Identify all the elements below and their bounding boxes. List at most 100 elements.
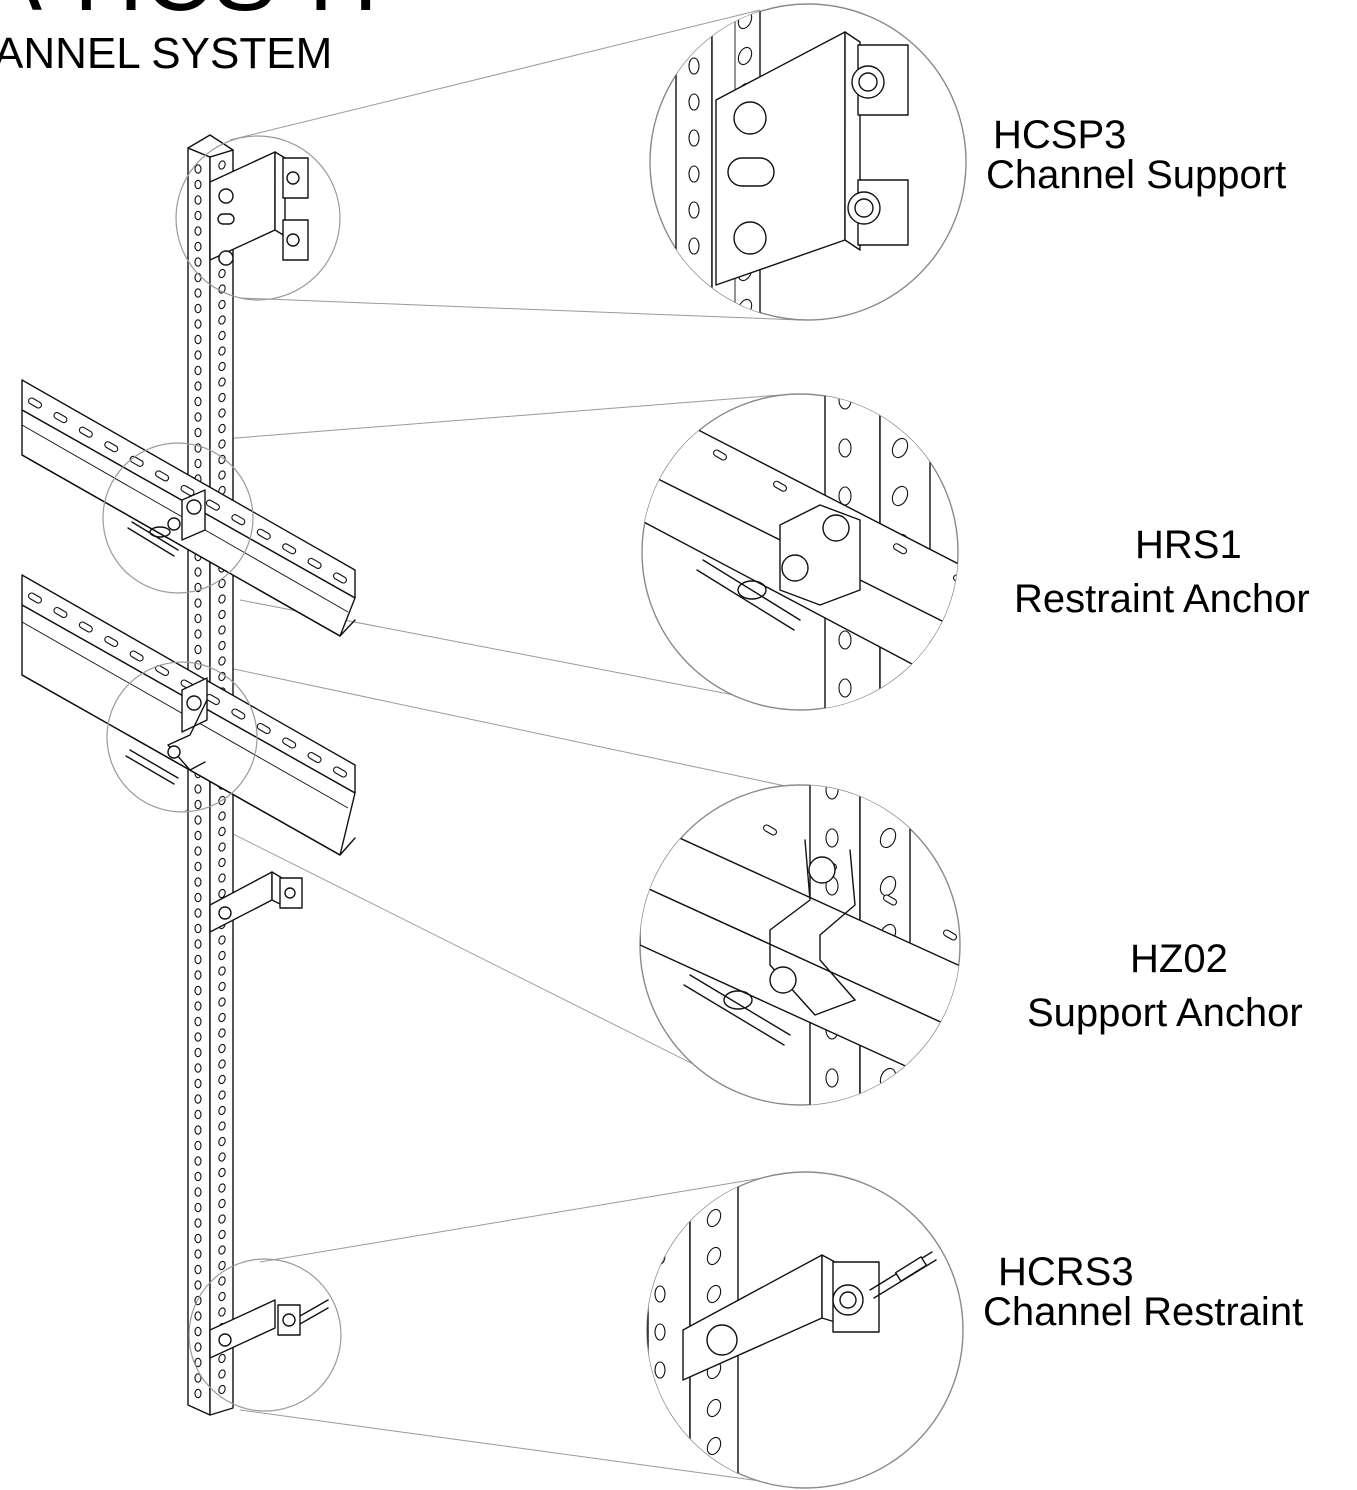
- post-hole: [218, 1028, 226, 1038]
- post-hole: [194, 1140, 202, 1151]
- post-hole: [194, 1388, 202, 1399]
- post-hole: [218, 578, 226, 589]
- channel-slot: [78, 621, 93, 633]
- post-hole: [194, 1264, 202, 1275]
- channel-slot: [180, 484, 195, 497]
- post-hole: [654, 1209, 666, 1227]
- post-hole: [218, 966, 226, 976]
- post-hole: [218, 609, 226, 620]
- post-hole: [194, 365, 202, 376]
- post-hole: [838, 678, 852, 698]
- post-hole: [194, 1373, 202, 1383]
- post-hole: [194, 1218, 202, 1228]
- post-hole: [194, 1156, 202, 1166]
- post-hole: [218, 873, 226, 883]
- post-hole: [218, 377, 226, 387]
- post-hole: [218, 640, 226, 651]
- post-hole: [194, 1001, 202, 1011]
- post-hole: [688, 21, 700, 39]
- post-hole: [706, 1208, 722, 1228]
- channel-slot: [256, 528, 271, 540]
- callout-name-restraint-anchor: Restraint Anchor: [1014, 577, 1310, 621]
- channel-slot: [256, 722, 271, 735]
- post-hole: [194, 1326, 202, 1337]
- post-hole: [194, 629, 202, 639]
- channel-slot: [332, 572, 348, 584]
- channel-restraint-bracket-small: [209, 1299, 329, 1359]
- post-hole: [194, 226, 202, 236]
- post-hole: [194, 799, 202, 810]
- post-hole: [194, 1202, 202, 1213]
- post-hole: [194, 1032, 202, 1042]
- callout-name-channel-restraint: Channel Restraint: [983, 1290, 1303, 1334]
- post-hole: [194, 1047, 202, 1058]
- post-hole: [654, 1247, 666, 1265]
- detail-lens-support-anchor: [639, 784, 961, 1106]
- post-hole: [218, 1245, 226, 1255]
- post-hole: [194, 985, 202, 996]
- post-hole: [218, 1291, 226, 1302]
- channel-slot: [942, 929, 958, 941]
- post-hole: [218, 1090, 226, 1100]
- post-hole: [194, 179, 202, 190]
- post-hole: [218, 656, 226, 666]
- channel-slot: [104, 635, 119, 648]
- channel-support-bracket-small: [209, 151, 309, 266]
- post-hole: [194, 427, 202, 438]
- post-hole: [194, 241, 202, 252]
- post-hole: [194, 644, 202, 655]
- detail-lens-channel-support: [649, 3, 967, 321]
- channel-slot: [892, 543, 908, 555]
- post-hole: [194, 1280, 202, 1290]
- post-hole: [194, 164, 202, 174]
- channel-slot: [155, 470, 170, 482]
- post-hole: [194, 784, 202, 794]
- post-hole: [194, 970, 202, 980]
- channel-slot: [307, 751, 322, 764]
- post-hole: [218, 1059, 226, 1069]
- post-hole: [218, 1260, 226, 1271]
- post-hole: [706, 1284, 722, 1304]
- post-hole: [218, 997, 226, 1007]
- channel-slot: [762, 824, 778, 836]
- post-hole: [194, 257, 202, 267]
- post-hole: [218, 1183, 226, 1193]
- post-hole: [218, 315, 226, 325]
- post-hole: [838, 630, 852, 650]
- model-number-title: A-HCS-H: [0, 0, 378, 31]
- post-hole: [194, 1171, 202, 1182]
- post-hole: [879, 785, 897, 801]
- restraint-anchor-small: [127, 489, 206, 557]
- callout-labels: HCSP3 Channel Support HRS1 Restraint Anc…: [983, 113, 1310, 1334]
- post-hole: [218, 826, 226, 837]
- post-hole: [194, 1078, 202, 1089]
- post-hole: [194, 1249, 202, 1259]
- post-hole: [218, 330, 226, 341]
- detail-circles-small: [102, 135, 342, 1412]
- post-hole: [218, 454, 226, 465]
- post-hole: [218, 423, 226, 434]
- post-hole: [194, 923, 202, 934]
- post-hole: [218, 1074, 226, 1085]
- channel-slot: [282, 543, 297, 555]
- post-hole: [194, 1233, 202, 1244]
- post-hole: [218, 1229, 226, 1240]
- post-hole: [218, 981, 226, 992]
- post-hole: [218, 439, 226, 449]
- detail-lens-channel-restraint: [646, 1171, 964, 1489]
- post-hole: [194, 210, 202, 221]
- post-hole: [891, 394, 909, 411]
- channel-slot: [27, 592, 43, 604]
- post-hole: [737, 46, 753, 66]
- post-hole: [194, 954, 202, 965]
- post-hole: [838, 486, 852, 506]
- post-hole: [194, 815, 202, 825]
- post-hole: [218, 625, 226, 635]
- post-hole: [688, 237, 700, 255]
- post-hole: [688, 129, 700, 147]
- post-hole: [194, 381, 202, 391]
- post-hole: [688, 309, 700, 320]
- post-hole: [218, 361, 226, 372]
- post-hole: [879, 827, 897, 849]
